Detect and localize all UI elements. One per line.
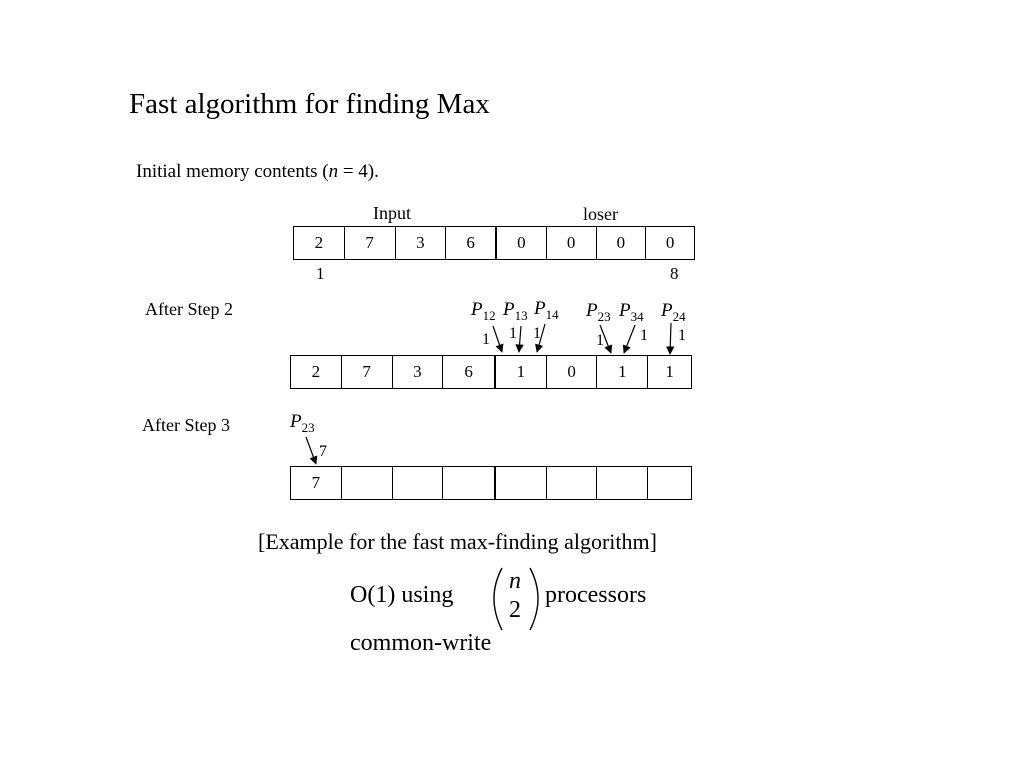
mem-cell: 0 xyxy=(497,227,547,259)
input-label: Input xyxy=(373,203,411,223)
mem-cell: 0 xyxy=(547,227,597,259)
proc-letter: P xyxy=(586,300,598,321)
mem-cell: 0 xyxy=(547,356,598,388)
mem-cell xyxy=(443,467,496,499)
proc-sub: 23 xyxy=(597,308,611,324)
proc-letter: P xyxy=(619,300,631,321)
write-value: 1 xyxy=(533,325,541,342)
mem-cell: 0 xyxy=(665,233,675,252)
mem-cell: 1 xyxy=(665,362,674,381)
binomial-bottom: 2 xyxy=(509,597,521,623)
proc-letter: P xyxy=(290,411,302,432)
mem-cell: 3 xyxy=(393,356,444,388)
proc-sub: 14 xyxy=(545,306,559,322)
write-arrow xyxy=(622,324,636,354)
step2-label: After Step 2 xyxy=(145,299,233,319)
proc-letter: P xyxy=(503,299,515,320)
proc-sub: 24 xyxy=(672,308,686,324)
mem-cell: 7 xyxy=(345,227,396,259)
mem-cell xyxy=(597,467,649,499)
write-value: 1 xyxy=(640,327,648,344)
write-value: 1 xyxy=(678,327,686,344)
complexity-suffix: processors xyxy=(545,582,647,608)
mem-cell: 3 xyxy=(396,227,447,259)
write-arrow xyxy=(515,325,524,353)
mem-cell xyxy=(393,467,444,499)
binomial-top: n xyxy=(509,568,521,594)
proc-letter: P xyxy=(471,299,483,320)
mem-cell: 6 xyxy=(443,356,496,388)
figure-caption: [Example for the fast max-finding algori… xyxy=(258,529,657,554)
write-arrow xyxy=(492,325,504,353)
paren-left xyxy=(493,567,503,631)
write-value: 1 xyxy=(596,332,604,349)
proc-letter: P xyxy=(661,300,673,321)
mem-cell: 6 xyxy=(446,227,497,259)
mem-cell: 1 xyxy=(496,356,547,388)
slide-title: Fast algorithm for finding Max xyxy=(129,88,490,120)
step3-label: After Step 3 xyxy=(142,415,230,435)
mem-cell xyxy=(342,467,393,499)
proc-letter: P xyxy=(534,298,546,319)
processor-label: P12 xyxy=(471,299,496,324)
memory-step2: 2 7 3 6 1 0 1 1 xyxy=(290,355,692,389)
processor-label: P23 xyxy=(586,300,611,325)
index-last: 8 xyxy=(670,264,679,283)
processor-label: P14 xyxy=(534,298,559,323)
write-arrow xyxy=(535,323,546,353)
write-value: 1 xyxy=(482,331,490,348)
model-text: common-write xyxy=(350,630,492,656)
proc-sub: 23 xyxy=(301,419,315,435)
mem-cell: 0 xyxy=(597,227,647,259)
processor-label: P13 xyxy=(503,299,528,324)
memory-initial: 2 7 3 6 0 0 0 0 xyxy=(293,226,695,260)
intro-text: Initial memory contents (n = 4). xyxy=(136,161,379,183)
proc-sub: 34 xyxy=(630,308,644,324)
write-arrow xyxy=(599,324,613,354)
index-first: 1 xyxy=(316,264,325,283)
paren-right xyxy=(529,567,539,631)
processor-label: P34 xyxy=(619,300,644,325)
processor-label: P23 xyxy=(290,411,315,436)
write-arrow xyxy=(305,436,318,465)
mem-cell xyxy=(496,467,547,499)
memory-step3: 7 xyxy=(290,466,692,500)
mem-cell: 7 xyxy=(291,467,342,499)
mem-cell: 1 xyxy=(597,356,649,388)
mem-cell: 7 xyxy=(342,356,393,388)
proc-sub: 12 xyxy=(482,307,496,323)
mem-cell: 2 xyxy=(291,356,342,388)
processor-label: P24 xyxy=(661,300,686,325)
intro-var: n xyxy=(328,161,339,182)
mem-cell xyxy=(547,467,598,499)
mem-cell: 2 xyxy=(294,227,345,259)
proc-sub: 13 xyxy=(514,307,528,323)
write-value: 1 xyxy=(509,325,517,342)
intro-prefix: Initial memory contents ( xyxy=(136,161,329,182)
write-value: 7 xyxy=(319,443,327,460)
loser-label: loser xyxy=(583,204,618,224)
complexity-prefix: O(1) using xyxy=(350,582,454,608)
intro-rest: = 4). xyxy=(338,161,379,182)
write-arrow xyxy=(666,322,675,355)
